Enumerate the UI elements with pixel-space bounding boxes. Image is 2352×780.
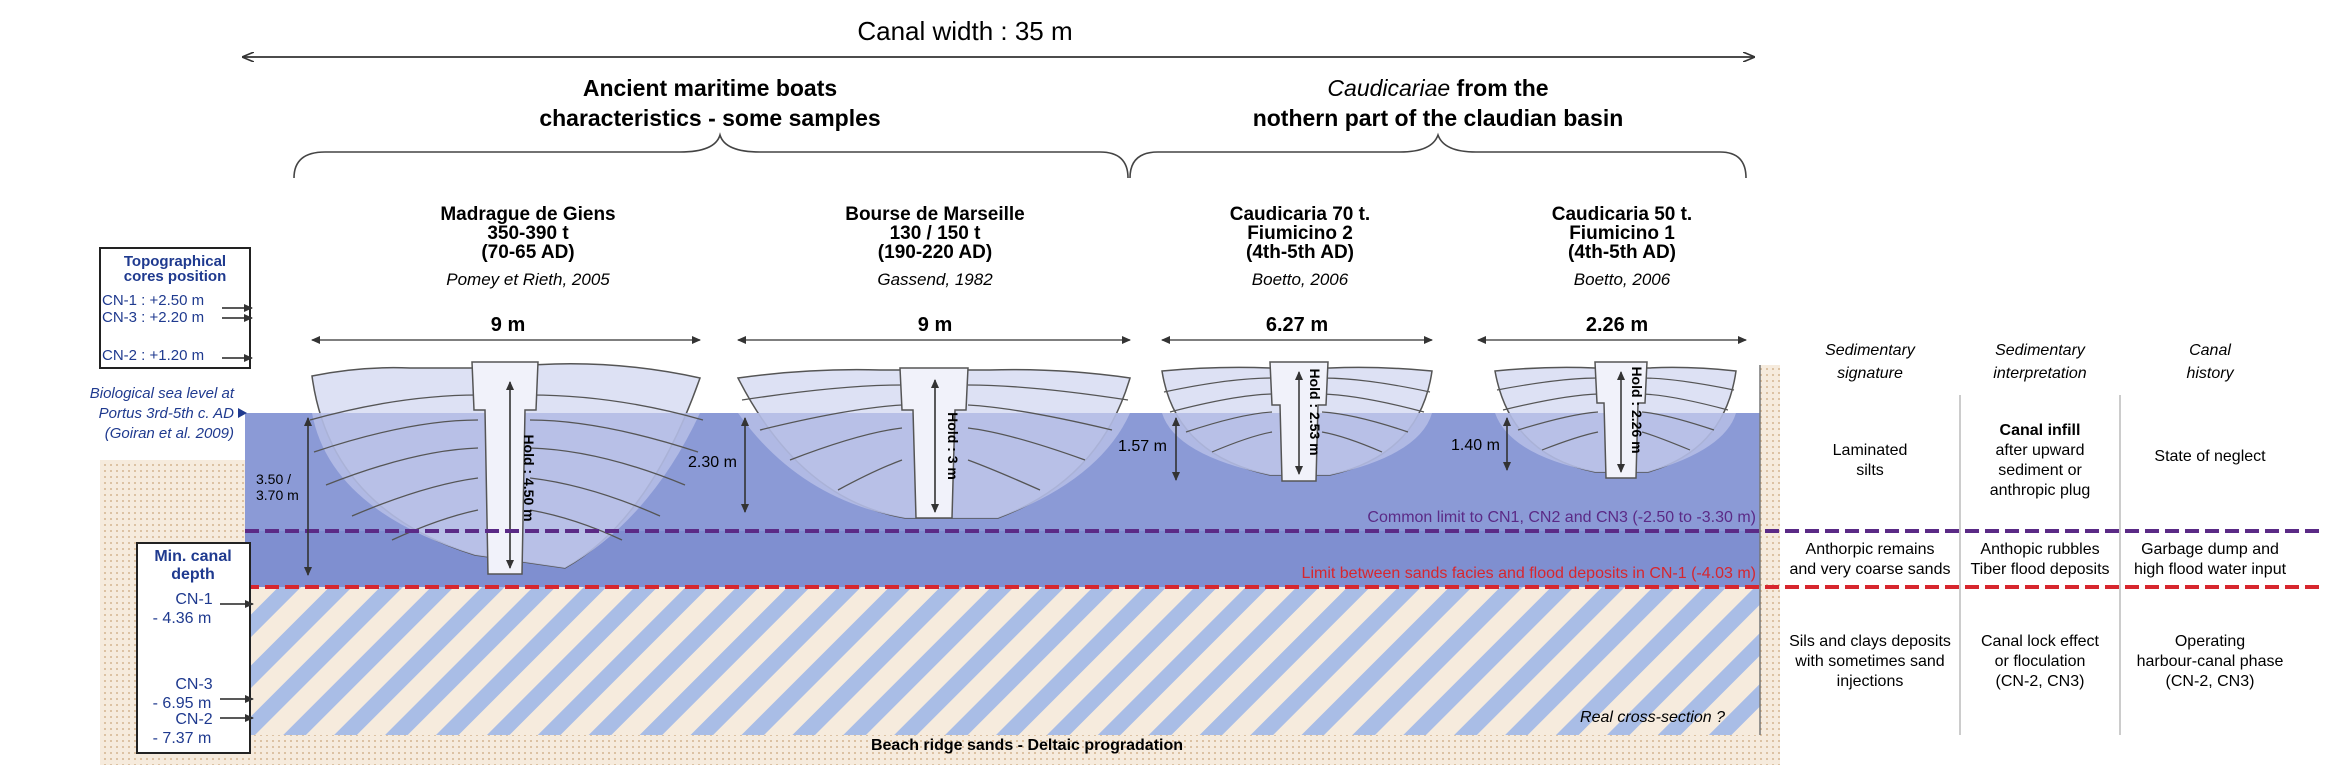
beach-ridge-label: Beach ridge sands - Deltaic progradation: [871, 737, 1183, 754]
cell-r3c2-l3: (CN-2, CN3): [1996, 673, 2085, 690]
boat-caudicaria-50: [1494, 361, 1737, 479]
group-left-title-1: Ancient maritime boats: [583, 75, 837, 101]
boat-caudicaria-70: [1161, 361, 1433, 482]
cell-r1c2-l2: after upward: [1996, 442, 2085, 459]
min-depth-cn1-name: CN-1: [175, 591, 212, 608]
min-depth-cn2-name: CN-2: [175, 711, 212, 728]
topo-box-title-1: Topographical: [124, 253, 226, 270]
striped-deposits: [245, 587, 1760, 735]
cell-r1c2-l3: sediment or: [1998, 462, 2082, 479]
cell-r2c3-l2: high flood water input: [2134, 561, 2287, 578]
draught-label-c: 1.57 m: [1118, 438, 1167, 455]
width-label-d: 2.26 m: [1586, 314, 1648, 336]
cell-r1c1-l2: silts: [1856, 462, 1884, 479]
group-right-title-2: nothern part of the claudian basin: [1253, 105, 1624, 131]
topo-box-title-2: cores position: [124, 268, 227, 285]
min-depth-title-1: Min. canal: [154, 548, 231, 565]
sand-limit-label: Limit between sands facies and flood dep…: [1302, 565, 1756, 582]
width-label-b: 9 m: [918, 314, 952, 336]
cell-r3c3-l3: (CN-2, CN3): [2166, 673, 2255, 690]
svg-text:(190-220 AD): (190-220 AD): [878, 242, 992, 263]
cell-r2c2-l1: Anthopic rubbles: [1980, 541, 2099, 558]
svg-text:(70-65 AD): (70-65 AD): [481, 242, 574, 263]
svg-text:130 / 150 t: 130 / 150 t: [890, 223, 982, 244]
boat-bourse-de-marseille: [736, 367, 1131, 519]
table-header-3b: history: [2186, 365, 2234, 382]
cell-r2c3-l1: Garbage dump and: [2141, 541, 2279, 558]
common-limit-label: Common limit to CN1, CN2 and CN3 (-2.50 …: [1367, 509, 1756, 526]
topo-core-cn1: CN-1 : +2.50 m: [102, 292, 204, 309]
cell-r3c1-l1: Sils and clays deposits: [1789, 633, 1951, 650]
cell-r3c3-l1: Operating: [2175, 633, 2245, 650]
boat-header-a: Madrague de Giens 350-390 t (70-65 AD) P…: [440, 204, 615, 289]
group-right-title-1: Caudicariae from the: [1327, 75, 1548, 101]
boat-madrague-de-giens: [309, 361, 704, 575]
svg-text:Fiumicino 2: Fiumicino 2: [1247, 223, 1353, 244]
table-header-2a: Sedimentary: [1995, 342, 2086, 359]
cell-r2c2-l2: Tiber flood deposits: [1970, 561, 2109, 578]
min-depth-cn1-value: - 4.36 m: [153, 610, 212, 627]
svg-text:Caudicaria 50 t.: Caudicaria 50 t.: [1552, 204, 1692, 225]
cell-r1c2-l4: anthropic plug: [1990, 482, 2091, 499]
sea-level-line-3: (Goiran et al. 2009): [105, 425, 234, 442]
group-left-title-2: characteristics - some samples: [539, 105, 880, 131]
draught-label-b: 2.30 m: [688, 454, 737, 471]
hold-label-c: Hold : 2.53 m: [1307, 368, 1323, 455]
svg-text:Boetto, 2006: Boetto, 2006: [1574, 270, 1671, 289]
sand-band-bottom: [100, 735, 1780, 765]
real-cross-section-label: Real cross-section ?: [1580, 709, 1725, 726]
sea-level-marker-icon: [238, 408, 247, 418]
svg-text:Gassend, 1982: Gassend, 1982: [877, 270, 993, 289]
cell-r1c1-l1: Laminated: [1833, 442, 1908, 459]
cell-r2c1-l2: and very coarse sands: [1790, 561, 1951, 578]
svg-text:(4th-5th AD): (4th-5th AD): [1568, 242, 1676, 263]
svg-text:Bourse de Marseille: Bourse de Marseille: [845, 204, 1025, 225]
table-header-1a: Sedimentary: [1825, 342, 1916, 359]
hold-label-d: Hold : 2.26 m: [1629, 366, 1645, 453]
cell-r1c3-l1: State of neglect: [2154, 448, 2266, 465]
min-depth-cn2-value: - 7.37 m: [153, 730, 212, 747]
canal-width-label: Canal width : 35 m: [857, 16, 1072, 46]
topo-core-cn2: CN-2 : +1.20 m: [102, 347, 204, 364]
brace-right: [1129, 132, 1747, 179]
draught-label-a: 3.50 /: [256, 471, 291, 487]
boat-header-d: Caudicaria 50 t. Fiumicino 1 (4th-5th AD…: [1552, 204, 1692, 289]
brace-left: [293, 132, 1129, 179]
sea-level-line-1: Biological sea level at: [90, 385, 235, 402]
draught-label-d: 1.40 m: [1451, 437, 1500, 454]
boat-header-c: Caudicaria 70 t. Fiumicino 2 (4th-5th AD…: [1230, 204, 1370, 289]
draught-label-a2: 3.70 m: [256, 487, 299, 503]
hold-label-a: Hold : 4.50 m: [521, 434, 537, 521]
width-label-a: 9 m: [491, 314, 525, 336]
svg-text:Caudicaria 70 t.: Caudicaria 70 t.: [1230, 204, 1370, 225]
min-depth-cn3-value: - 6.95 m: [153, 695, 212, 712]
table-header-1b: signature: [1837, 365, 1903, 382]
svg-text:Madrague de Giens: Madrague de Giens: [440, 204, 615, 225]
topo-core-cn3: CN-3 : +2.20 m: [102, 309, 204, 326]
hold-label-b: Hold : 3 m: [945, 412, 961, 480]
svg-text:Boetto, 2006: Boetto, 2006: [1252, 270, 1349, 289]
svg-text:350-390 t: 350-390 t: [487, 223, 569, 244]
table-header-2b: interpretation: [1993, 365, 2086, 382]
cell-r3c2-l1: Canal lock effect: [1981, 633, 2100, 650]
cell-r1c2-l1: Canal infill: [2000, 422, 2081, 439]
sediment-table: Sedimentary signature Sedimentary interp…: [1789, 342, 2287, 735]
sea-level-line-2: Portus 3rd-5th c. AD: [99, 405, 234, 422]
cell-r3c1-l2: with sometimes sand: [1794, 653, 1944, 670]
cell-r3c3-l2: harbour-canal phase: [2137, 653, 2284, 670]
svg-text:Fiumicino 1: Fiumicino 1: [1569, 223, 1675, 244]
cell-r3c2-l2: or floculation: [1995, 653, 2086, 670]
sand-strip-right: [1760, 365, 1780, 765]
cell-r3c1-l3: injections: [1837, 673, 1904, 690]
width-label-c: 6.27 m: [1266, 314, 1328, 336]
cell-r2c1-l1: Anthorpic remains: [1806, 541, 1935, 558]
boat-header-b: Bourse de Marseille 130 / 150 t (190-220…: [845, 204, 1025, 289]
min-depth-cn3-name: CN-3: [175, 676, 212, 693]
svg-text:Pomey et Rieth, 2005: Pomey et Rieth, 2005: [446, 270, 610, 289]
table-header-3a: Canal: [2189, 342, 2231, 359]
svg-text:(4th-5th AD): (4th-5th AD): [1246, 242, 1354, 263]
min-depth-title-2: depth: [171, 566, 215, 583]
